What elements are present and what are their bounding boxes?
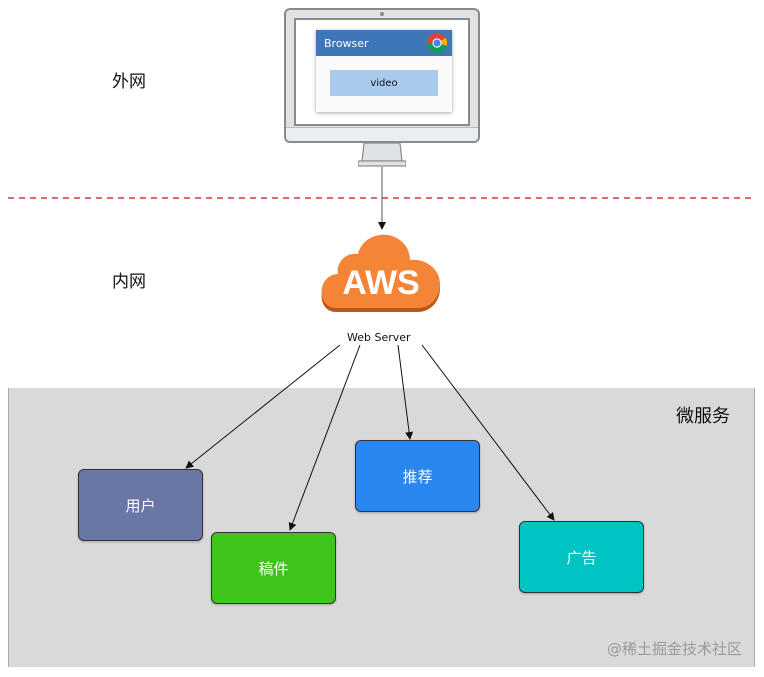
- microservices-label: 微服务: [676, 406, 730, 427]
- camera-dot: [380, 12, 384, 16]
- internal-network-label: 内网: [112, 272, 146, 292]
- chrome-icon: [427, 33, 448, 54]
- monitor-screen: Browser video: [294, 18, 470, 126]
- aws-logo-text: AWS: [342, 264, 419, 302]
- service-manuscript[interactable]: 稿件: [211, 532, 336, 604]
- service-label: 稿件: [258, 559, 289, 578]
- browser-title: Browser: [324, 36, 369, 50]
- browser-window: Browser video: [316, 30, 452, 112]
- external-network-label: 外网: [112, 72, 146, 92]
- video-player: video: [330, 70, 438, 96]
- client-monitor: Browser video: [284, 8, 480, 143]
- microservices-zone: 微服务 用户 稿件 推荐 广告 @稀土掘金技术社区: [8, 388, 755, 667]
- service-recommend[interactable]: 推荐: [355, 440, 480, 512]
- browser-title-bar: Browser: [316, 30, 452, 56]
- watermark: @稀土掘金技术社区: [606, 640, 742, 658]
- monitor-stand: [358, 143, 406, 167]
- service-label: 推荐: [402, 467, 433, 486]
- service-label: 用户: [125, 496, 156, 515]
- web-server-label: Web Server: [347, 331, 411, 344]
- service-ads[interactable]: 广告: [519, 521, 644, 593]
- service-label: 广告: [566, 548, 597, 567]
- service-user[interactable]: 用户: [78, 469, 203, 541]
- network-boundary-line: [8, 197, 756, 199]
- monitor-chin: [286, 127, 478, 141]
- aws-cloud-icon: AWS: [321, 234, 440, 312]
